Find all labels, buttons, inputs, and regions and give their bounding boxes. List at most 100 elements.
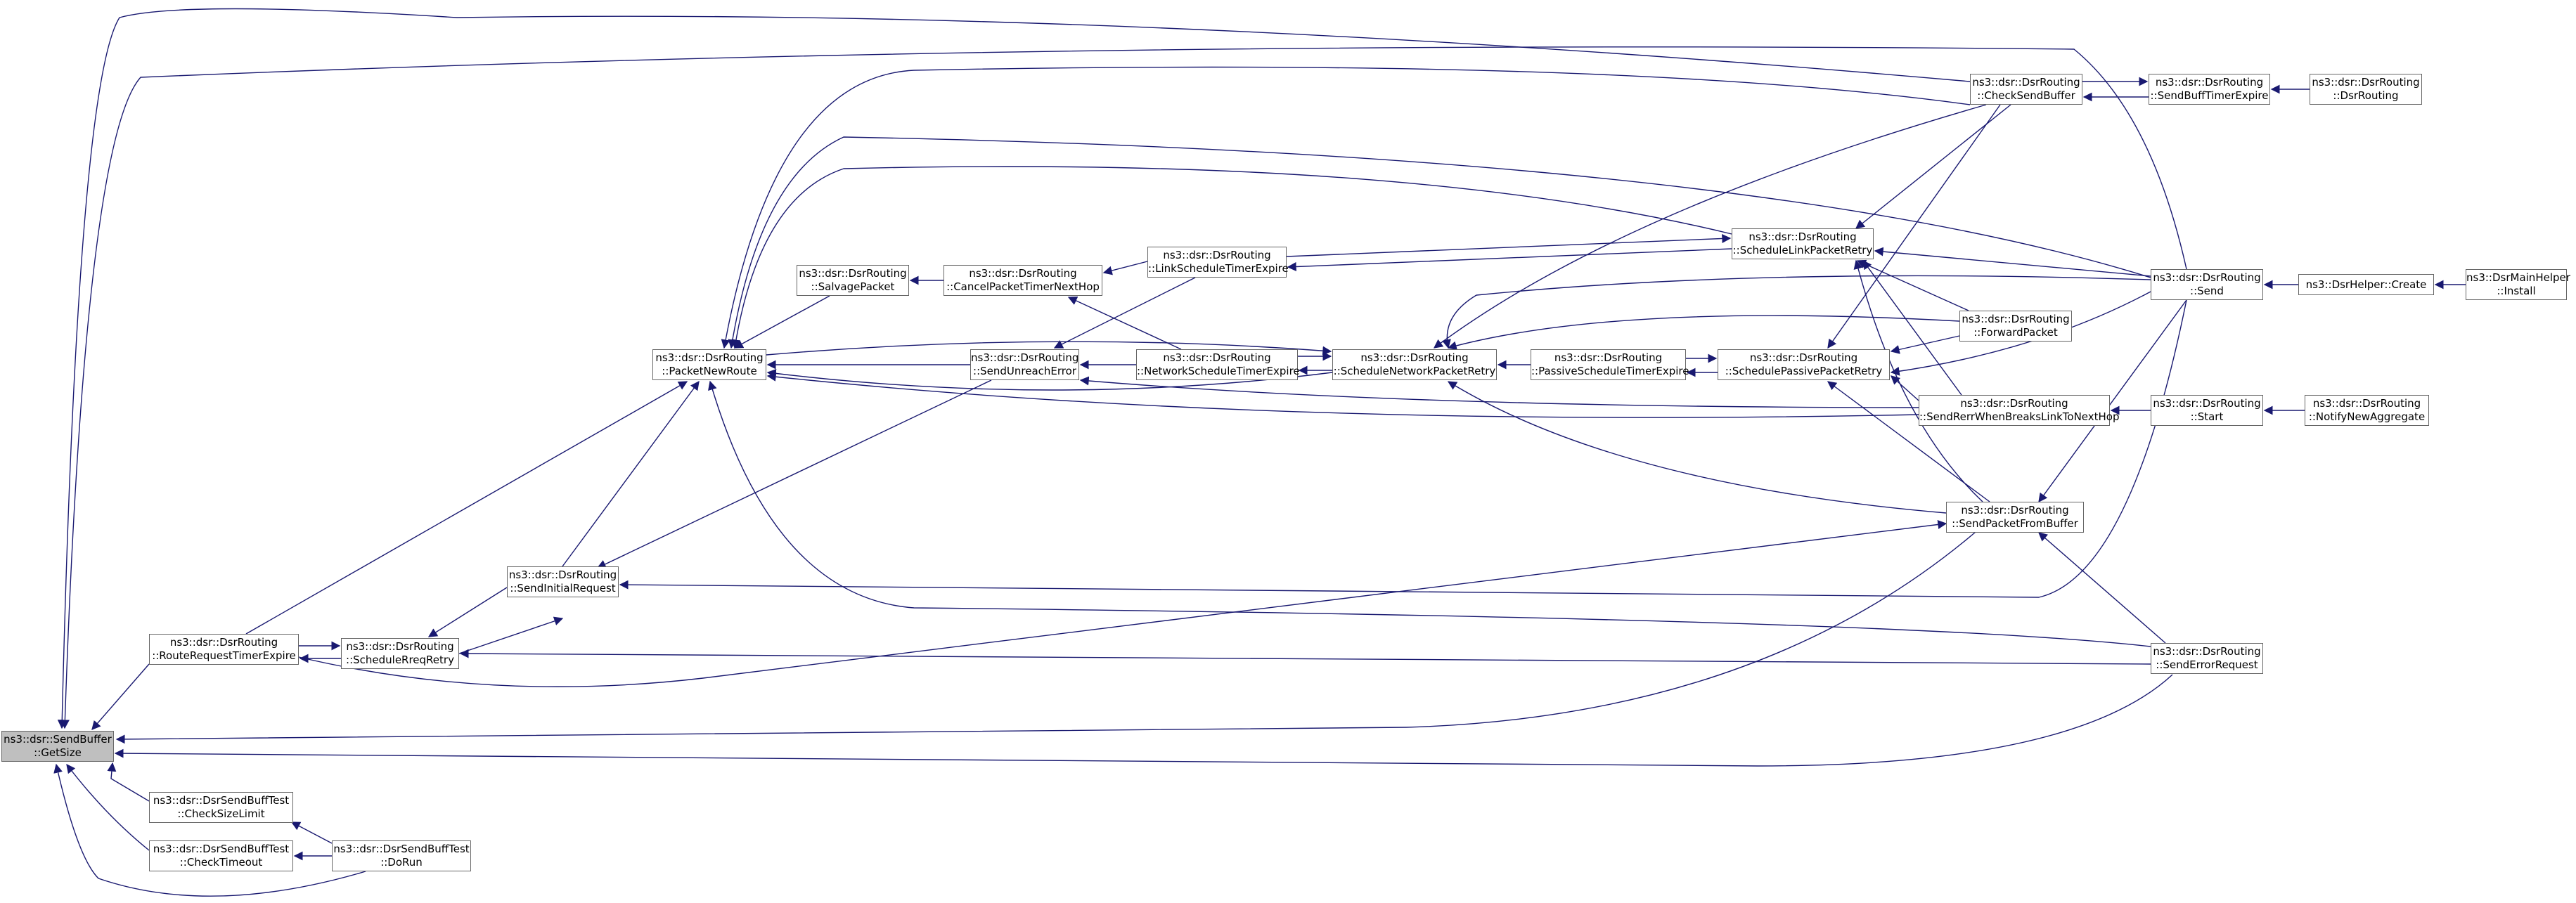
edge-sendfrombuf-to-schedpassretry xyxy=(1827,381,1990,502)
edge-forwardpacket-to-schednetretry xyxy=(1447,315,1960,351)
node-getsize: ns3::dsr::SendBuffer::GetSize xyxy=(1,731,114,762)
node-label-line: ::PassiveScheduleTimerExpire xyxy=(1531,365,1689,377)
node-label-line: ::SendPacketFromBuffer xyxy=(1952,517,2078,530)
edge-dorun-to-getsize xyxy=(53,763,366,897)
node-sendfrombuf[interactable]: ns3::dsr::DsrRouting::SendPacketFromBuff… xyxy=(1946,502,2084,533)
edge-checktimeout-to-getsize xyxy=(66,763,150,851)
node-cancelnexthop[interactable]: ns3::dsr::DsrRouting::CancelPacketTimerN… xyxy=(944,265,1102,296)
node-checktimeout[interactable]: ns3::dsr::DsrSendBuffTest::CheckTimeout xyxy=(149,840,293,871)
node-label-line: ::ForwardPacket xyxy=(1973,326,2058,339)
node-salvage[interactable]: ns3::dsr::DsrRouting::SalvagePacket xyxy=(797,265,909,296)
node-label-line: ns3::DsrMainHelper xyxy=(2466,271,2570,284)
node-label-line: ns3::dsr::DsrRouting xyxy=(1554,351,1663,364)
node-label-line: ::CheckSendBuffer xyxy=(1977,89,2075,102)
node-dorun[interactable]: ns3::dsr::DsrSendBuffTest::DoRun xyxy=(332,840,471,871)
node-label-line: ns3::dsr::DsrSendBuffTest xyxy=(153,843,290,855)
node-label-line: ns3::dsr::DsrRouting xyxy=(1960,397,2068,410)
node-label-line: ::CheckTimeout xyxy=(179,856,263,869)
edge-networksched-to-cancelnexthop xyxy=(1067,297,1182,350)
node-label-line: ns3::dsr::DsrRouting xyxy=(799,267,907,280)
edge-sendinitreq-to-schedreqretry xyxy=(427,587,508,637)
node-notifyagg[interactable]: ns3::dsr::DsrRouting::NotifyNewAggregate xyxy=(2305,395,2429,426)
edge-checksendbuf-to-getsize xyxy=(57,8,1971,729)
node-passivesched[interactable]: ns3::dsr::DsrRouting::PassiveScheduleTim… xyxy=(1531,349,1689,380)
node-label-line: ::ScheduleNetworkPacketRetry xyxy=(1333,365,1496,377)
node-start[interactable]: ns3::dsr::DsrRouting::Start xyxy=(2151,395,2263,426)
node-label-line: ns3::dsr::DsrRouting xyxy=(655,351,764,364)
edge-linksched-to-cancelnexthop xyxy=(1102,261,1148,275)
node-schedreqretry[interactable]: ns3::dsr::DsrRouting::ScheduleRreqRetry xyxy=(341,638,459,669)
node-label-line: ns3::dsr::DsrRouting xyxy=(2153,271,2261,284)
node-label-line: ns3::dsr::DsrSendBuffTest xyxy=(153,794,290,807)
node-checksizelimit[interactable]: ns3::dsr::DsrSendBuffTest::CheckSizeLimi… xyxy=(149,792,293,823)
node-send[interactable]: ns3::dsr::DsrRouting::Send xyxy=(2151,269,2263,300)
edge-checksendbuf-to-schedpassretry xyxy=(1827,104,2001,349)
node-senderrreq[interactable]: ns3::dsr::DsrRouting::SendErrorRequest xyxy=(2151,643,2263,674)
edge-checksendbuf-to-packetnewroute xyxy=(721,66,1971,349)
node-label-line: ns3::dsr::DsrRouting xyxy=(346,640,454,653)
node-checksendbuf[interactable]: ns3::dsr::DsrRouting::CheckSendBuffer xyxy=(1970,74,2082,105)
node-label-line: ns3::DsrHelper::Create xyxy=(2305,278,2427,291)
node-schedlinkretry[interactable]: ns3::dsr::DsrRouting::ScheduleLinkPacket… xyxy=(1732,228,1874,259)
edge-salvage-to-packetnewroute xyxy=(733,295,830,349)
edge-checksendbuf-to-schednetretry xyxy=(1433,104,1987,349)
node-label-line: ::ScheduleLinkPacketRetry xyxy=(1732,244,1873,256)
edge-senderrreq-to-sendfrombuf xyxy=(2038,532,2166,644)
node-label-line: ::SendBuffTimerExpire xyxy=(2150,89,2269,102)
node-label-line: ::SendErrorRequest xyxy=(2156,658,2258,671)
node-label-line: ::GetSize xyxy=(34,746,82,759)
node-sendbufftimer[interactable]: ns3::dsr::DsrRouting::SendBuffTimerExpir… xyxy=(2149,74,2270,105)
node-helpercreate[interactable]: ns3::DsrHelper::Create xyxy=(2298,274,2434,295)
node-mainhelper[interactable]: ns3::DsrMainHelper::Install xyxy=(2466,269,2570,300)
node-label-line: ns3::dsr::DsrRouting xyxy=(1972,76,2080,89)
node-label-line: ns3::dsr::DsrRouting xyxy=(2155,76,2264,89)
node-networksched[interactable]: ns3::dsr::DsrRouting::NetworkScheduleTim… xyxy=(1136,349,1300,380)
node-dsrrouting[interactable]: ns3::dsr::DsrRouting::DsrRouting xyxy=(2310,74,2422,105)
node-label-line: ns3::dsr::DsrRouting xyxy=(1961,504,2069,517)
node-label-line: ::Send xyxy=(2190,285,2224,297)
node-sendrerr[interactable]: ns3::dsr::DsrRouting::SendRerrWhenBreaks… xyxy=(1919,395,2120,426)
node-label-line: ns3::dsr::DsrRouting xyxy=(2153,397,2261,410)
edge-schedlinkretry-to-linksched xyxy=(1287,248,1732,272)
edge-linksched-to-sendunreach xyxy=(1053,277,1196,349)
node-label-line: ::Start xyxy=(2190,410,2224,423)
node-label-line: ::SchedulePassivePacketRetry xyxy=(1725,365,1883,377)
edge-packetnewroute-to-schednetretry xyxy=(766,341,1332,356)
edge-send-to-schednetretry xyxy=(1442,275,2151,349)
node-schednetretry[interactable]: ns3::dsr::DsrRouting::ScheduleNetworkPac… xyxy=(1332,349,1497,380)
node-label-line: ns3::dsr::DsrRouting xyxy=(1163,351,1271,364)
edge-schedlinkretry-to-packetnewroute xyxy=(731,166,1732,349)
node-label-line: ns3::dsr::DsrRouting xyxy=(1749,351,1858,364)
edge-checksendbuf-to-schedlinkretry xyxy=(1855,104,2011,229)
node-label-line: ::CancelPacketTimerNextHop xyxy=(946,280,1100,293)
node-routereq[interactable]: ns3::dsr::DsrRouting::RouteRequestTimerE… xyxy=(149,634,299,665)
edge-senderrreq-to-schedreqretry xyxy=(459,649,2151,665)
node-label-line: ::SendUnreachError xyxy=(973,365,1076,377)
node-label-line: ns3::dsr::DsrRouting xyxy=(2312,397,2421,410)
edge-checksizelimit-to-getsize xyxy=(107,762,150,802)
node-label-line: ::SalvagePacket xyxy=(811,280,895,293)
node-linksched[interactable]: ns3::dsr::DsrRouting::LinkScheduleTimerE… xyxy=(1147,247,1289,278)
node-packetnewroute[interactable]: ns3::dsr::DsrRouting::PacketNewRoute xyxy=(652,349,766,380)
node-label-line: ::Install xyxy=(2497,285,2536,297)
node-label-line: ::DsrRouting xyxy=(2333,89,2399,102)
node-label-line: ::SendRerrWhenBreaksLinkToNextHop xyxy=(1919,410,2120,423)
edge-send-to-schedlinkretry xyxy=(1874,247,2151,277)
node-sendunreach[interactable]: ns3::dsr::DsrRouting::SendUnreachError xyxy=(970,349,1079,380)
edge-send-to-packetnewroute xyxy=(728,136,2151,349)
edge-sendfrombuf-to-getsize xyxy=(115,531,1976,744)
edge-send-to-sendfrombuf xyxy=(2038,299,2187,503)
node-label-line: ::CheckSizeLimit xyxy=(177,807,265,820)
edge-forwardpacket-to-schedpassretry xyxy=(1890,335,1960,354)
node-sendinitreq[interactable]: ns3::dsr::DsrRouting::SendInitialRequest xyxy=(507,566,619,597)
node-schedpassretry[interactable]: ns3::dsr::DsrRouting::SchedulePassivePac… xyxy=(1718,349,1890,380)
edge-send-to-schedpassretry xyxy=(1890,291,2151,376)
node-label-line: ns3::dsr::DsrRouting xyxy=(1962,313,2070,325)
edge-linksched-to-schedlinkretry xyxy=(1286,233,1732,257)
edge-sendrerr-to-schedpassretry xyxy=(1891,375,1919,401)
node-forwardpacket[interactable]: ns3::dsr::DsrRouting::ForwardPacket xyxy=(1959,311,2072,342)
node-label-line: ns3::dsr::DsrRouting xyxy=(971,351,1079,364)
edge-sendrerr-to-packetnewroute xyxy=(766,372,1919,418)
edge-sendrerr-to-sendunreach xyxy=(1079,376,1919,408)
